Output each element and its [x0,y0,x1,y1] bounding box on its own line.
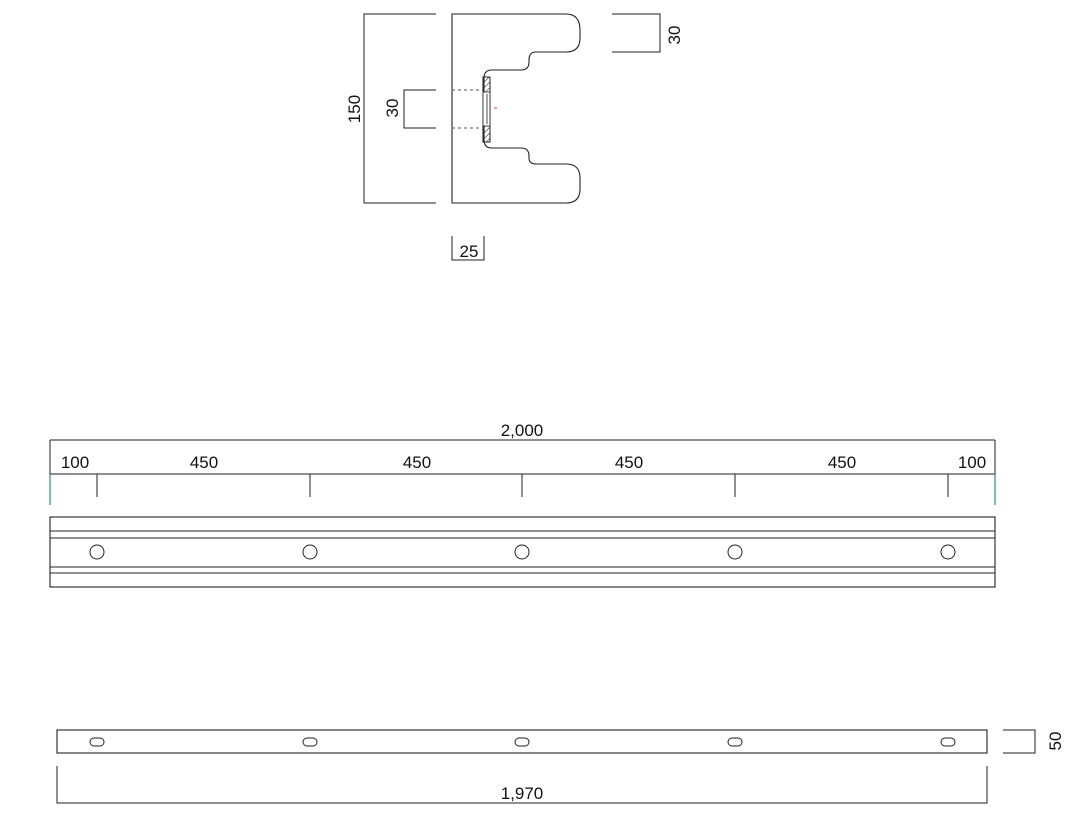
rail-hole [940,544,956,560]
rail-hole [727,544,743,560]
strip-slot [940,737,956,747]
total-length-dim-label: 2,000 [501,421,544,440]
rail-hole [302,544,318,560]
profile-outline [451,13,581,204]
strip-view: 50 1,970 [56,729,1065,804]
strip-slot [302,737,318,747]
strip-height-dim-bracket [1003,729,1036,754]
depth-dim-label: 30 [665,26,684,45]
spacing-dim-label-5: 450 [828,453,856,472]
hole-dim-label: 30 [383,99,402,118]
profile-insert-gap [482,91,491,127]
rail-body [49,516,996,588]
thickness-dim-bracket [451,236,485,261]
profile-view: 150 30 30 25 [345,13,684,261]
spacing-dim-label-4: 450 [615,453,643,472]
spacing-dim-label-3: 450 [403,453,431,472]
strip-length-dim-label: 1,970 [501,784,544,803]
rail-hole [514,544,530,560]
thickness-dim-label: 25 [460,242,479,261]
depth-dim-bracket [612,13,661,53]
strip-slot [89,737,105,747]
height-dim-bracket [363,13,436,204]
spacing-dim-label-6: 100 [958,453,986,472]
height-dim-label: 150 [345,95,364,123]
strip-body [56,729,988,754]
spacing-dim-label-1: 100 [61,453,89,472]
strip-length-dim-bracket [56,766,988,804]
strip-slot [727,737,743,747]
rail-view: 2,000 100 450 450 450 450 100 [49,421,996,588]
spacing-dim-label-2: 450 [190,453,218,472]
rail-hole [89,544,105,560]
strip-height-dim-label: 50 [1046,732,1065,751]
hole-dim-bracket [403,89,436,129]
strip-slot [514,737,530,747]
